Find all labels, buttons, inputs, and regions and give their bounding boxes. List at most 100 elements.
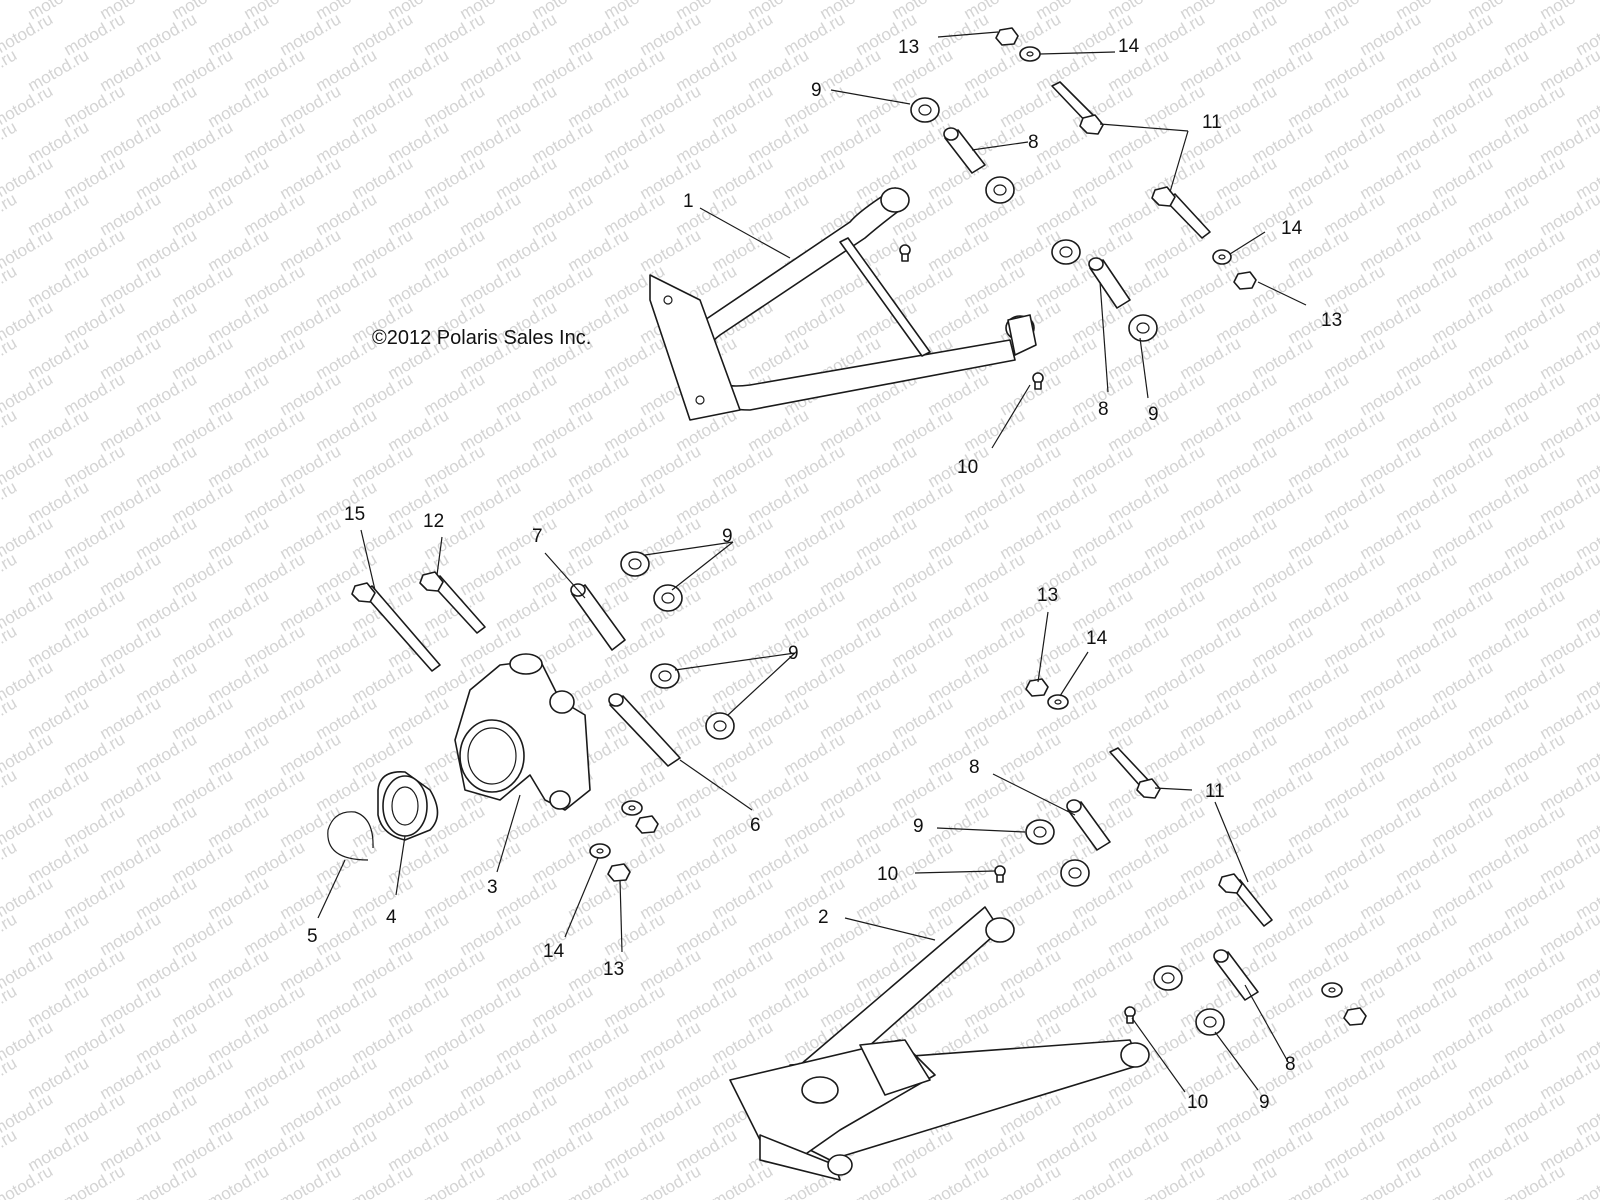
bushing-9-bot-a — [1025, 819, 1055, 845]
callout-11-mid: 11 — [1205, 781, 1225, 802]
watermark-text: motod.ru — [493, 1161, 561, 1200]
watermark-text: motod.ru — [349, 1161, 417, 1200]
callout-13-bot: 13 — [603, 959, 624, 980]
callout-7: 7 — [532, 526, 543, 547]
watermark-text: motod.ru — [925, 1161, 993, 1200]
grease-fitting-10-top-a — [899, 244, 911, 262]
callout-15: 15 — [344, 504, 365, 525]
callout-14-mid: 14 — [1086, 628, 1108, 649]
watermark-text: motod.ru — [1501, 1161, 1569, 1200]
watermark-text: motod.ru — [1141, 1161, 1209, 1200]
callout-14-top-a: 14 — [1118, 36, 1140, 57]
callout-10-mid: 10 — [877, 864, 898, 885]
bushing-9-top-d — [1128, 314, 1158, 342]
watermark-text: motod.ru — [1069, 1161, 1137, 1200]
bushing-9-bot-c — [1153, 965, 1183, 991]
watermark-text: motod.ru — [637, 1161, 705, 1200]
callout-2: 2 — [818, 907, 829, 928]
callout-8-mid: 8 — [969, 757, 980, 778]
watermark-text: motod.ru — [0, 837, 20, 887]
watermark-text: motod.ru — [0, 189, 20, 239]
bushing-9-top-a — [910, 97, 940, 123]
watermark-text: motod.ru — [205, 1161, 273, 1200]
watermark-text: motod.ru — [0, 0, 20, 23]
callout-13-top-b: 13 — [1321, 310, 1342, 331]
washer-14-top-b — [1212, 249, 1232, 265]
callout-14-top-b: 14 — [1281, 218, 1303, 239]
bushing-9-top-b — [985, 176, 1015, 204]
callout-10-top: 10 — [957, 457, 978, 478]
callout-8-top-b: 8 — [1098, 399, 1109, 420]
callout-13-top-a: 13 — [898, 37, 919, 58]
callout-4: 4 — [386, 907, 397, 928]
callout-13-mid: 13 — [1037, 585, 1058, 606]
watermark-text: motod.ru — [565, 1161, 633, 1200]
washer-14-left-b — [589, 843, 611, 859]
nut-13-top-a — [995, 27, 1019, 46]
washer-14-top-a — [1019, 46, 1041, 62]
watermark-text: motod.ru — [0, 333, 20, 383]
watermark-text: motod.ru — [709, 1161, 777, 1200]
watermark-text: motod.ru — [0, 45, 20, 95]
watermark-text: motod.ru — [0, 909, 20, 959]
watermark-text: motod.ru — [0, 1125, 20, 1175]
watermark-text: motod.ru — [0, 549, 20, 599]
callout-8-bot: 8 — [1285, 1054, 1296, 1075]
watermark-text: motod.ru — [997, 1161, 1065, 1200]
watermark-text: motod.ru — [133, 1161, 201, 1200]
callout-9-mid-b: 9 — [788, 643, 799, 664]
watermark-text: motod.ru — [0, 117, 20, 167]
nut-13-mid — [1025, 678, 1049, 697]
watermark-text: motod.ru — [0, 261, 20, 311]
callout-10-bot: 10 — [1187, 1092, 1208, 1113]
callout-9-bot-a: 9 — [913, 816, 924, 837]
washer-14-bot — [1321, 982, 1343, 998]
callout-9-bot-b: 9 — [1259, 1092, 1270, 1113]
nut-13-bot — [1343, 1007, 1367, 1026]
watermark-text: motod.ru — [1357, 1161, 1425, 1200]
watermark-text: motod.ru — [0, 621, 20, 671]
watermark-text: motod.ru — [1573, 1161, 1600, 1200]
bushing-9-mid-d — [705, 712, 735, 740]
bushing-9-bot-d — [1195, 1008, 1225, 1036]
watermark-text: motod.ru — [853, 1161, 921, 1200]
watermark-text: motod.ru — [0, 405, 20, 455]
callout-3: 3 — [487, 877, 498, 898]
callout-6: 6 — [750, 815, 761, 836]
watermark-text: motod.ru — [0, 981, 20, 1031]
callout-5: 5 — [307, 926, 318, 947]
watermark-text: motod.ru — [1429, 1161, 1497, 1200]
bushing-9-mid-c — [650, 663, 680, 689]
nut-13-left-b — [607, 863, 631, 882]
callout-12: 12 — [423, 511, 444, 532]
watermark-text: motod.ru — [0, 765, 20, 815]
nut-13-left-a — [635, 815, 659, 834]
callout-14-bot: 14 — [543, 941, 565, 962]
watermark-text: motod.ru — [277, 1161, 345, 1200]
nut-13-top-b — [1233, 271, 1257, 290]
callout-8-top-a: 8 — [1028, 132, 1039, 153]
callout-9-top-a: 9 — [811, 80, 822, 101]
grease-fitting-10-top-b — [1032, 372, 1044, 390]
watermark-text: motod.ru — [0, 1053, 20, 1103]
watermark-text: motod.ru — [421, 1161, 489, 1200]
callout-9-top-b: 9 — [1148, 404, 1159, 425]
watermark-text: motod.ru — [0, 1161, 56, 1200]
watermark-text: motod.ru — [61, 1161, 129, 1200]
bushing-9-bot-b — [1060, 859, 1090, 887]
copyright-notice: ©2012 Polaris Sales Inc. — [372, 327, 591, 349]
callout-9-mid-a: 9 — [722, 526, 733, 547]
watermark-text: motod.ru — [0, 477, 20, 527]
grease-fitting-10-mid — [994, 865, 1006, 883]
watermark-text: motod.ru — [1213, 1161, 1281, 1200]
washer-14-mid — [1047, 694, 1069, 710]
bushing-9-top-c — [1051, 239, 1081, 265]
watermark-text: motod.ru — [0, 693, 20, 743]
callout-1: 1 — [683, 191, 694, 212]
bushing-9-mid-a — [620, 551, 650, 577]
washer-14-left-a — [621, 800, 643, 816]
callout-11-top: 11 — [1202, 112, 1222, 133]
watermark-text: motod.ru — [1285, 1161, 1353, 1200]
